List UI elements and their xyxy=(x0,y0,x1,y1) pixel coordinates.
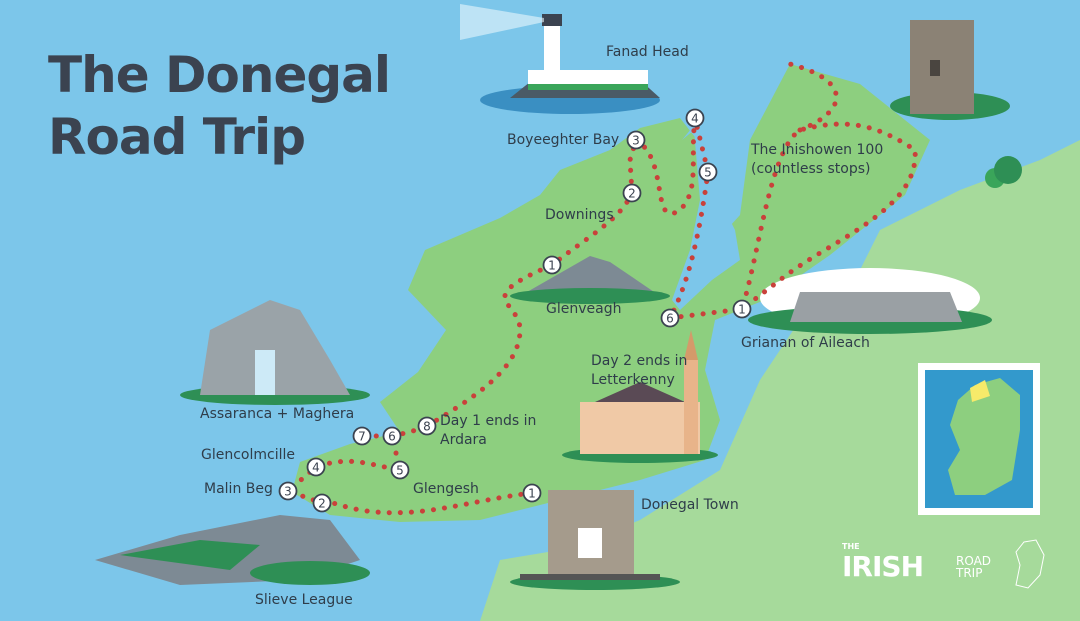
place-label-assaranca: Assaranca + Maghera xyxy=(200,406,355,422)
stop-number: 4 xyxy=(312,461,320,475)
page-title: The Donegal Road Trip xyxy=(48,44,391,168)
assaranca-waterfall-illustration xyxy=(180,300,370,405)
place-label-glencolmcille: Glencolmcille xyxy=(201,447,295,463)
stop-number: 1 xyxy=(738,303,746,317)
title-line-2: Road Trip xyxy=(48,108,306,166)
day1-stop-marker-7: 7 xyxy=(352,426,372,446)
fanad-head-lighthouse-illustration xyxy=(460,4,660,114)
place-label-inishowen: The Inishowen 100 (countless stops) xyxy=(751,142,884,177)
day1-stop-marker-6: 6 xyxy=(382,426,402,446)
route-day2 xyxy=(424,117,711,429)
day1-stop-marker-4: 4 xyxy=(306,457,326,477)
brand-ireland-outline-icon xyxy=(1015,539,1045,589)
logo-the: THE xyxy=(842,542,860,551)
stop-number: 1 xyxy=(548,259,556,273)
place-label-ardara: Day 1 ends in Ardara xyxy=(440,413,537,448)
place-label-glengesh: Glengesh xyxy=(413,481,479,497)
day3-stop-marker-1: 1 xyxy=(732,299,752,319)
logo-irish: IRISH xyxy=(842,550,924,583)
day1-stop-marker-5: 5 xyxy=(390,460,410,480)
route-day1 xyxy=(283,423,535,516)
place-label-letterkenny: Day 2 ends in Letterkenny xyxy=(591,353,688,388)
place-label-downings: Downings xyxy=(545,207,614,223)
place-label-malinbeg: Malin Beg xyxy=(204,481,273,497)
logo-trip: TRIP xyxy=(956,566,983,580)
day1-stop-marker-1: 1 xyxy=(522,483,542,503)
stop-number: 7 xyxy=(358,430,366,444)
stop-number: 1 xyxy=(528,487,536,501)
stop-number: 2 xyxy=(628,187,636,201)
castle-tower-illustration xyxy=(890,20,1022,188)
logo-road: ROAD xyxy=(956,554,992,568)
day2-stop-marker-4: 4 xyxy=(685,108,705,128)
title-line-1: The Donegal xyxy=(48,46,391,104)
day2-stop-marker-6: 6 xyxy=(660,308,680,328)
stop-number: 2 xyxy=(318,497,326,511)
day2-stop-marker-2: 2 xyxy=(622,183,642,203)
day1-stop-marker-2: 2 xyxy=(312,493,332,513)
stop-number: 5 xyxy=(704,166,712,180)
place-label-boyeeghter: Boyeeghter Bay xyxy=(507,132,620,148)
stop-number: 3 xyxy=(632,134,640,148)
lough-swilly xyxy=(672,118,740,310)
route-inishowen xyxy=(667,61,918,321)
slieve-league-cliffs-illustration xyxy=(95,515,370,585)
glenveagh-mountain-illustration xyxy=(510,256,670,304)
day2-stop-marker-5: 5 xyxy=(698,162,718,182)
day2-stop-marker-1: 1 xyxy=(542,255,562,275)
place-label-slieveleague: Slieve League xyxy=(255,592,353,608)
stop-number: 3 xyxy=(284,485,292,499)
day1-stop-marker-8: 8 xyxy=(417,416,437,436)
place-label-fanad: Fanad Head xyxy=(606,44,689,60)
letterkenny-cathedral-illustration xyxy=(562,330,718,463)
day1-stop-marker-3: 3 xyxy=(278,481,298,501)
donegal-castle-illustration xyxy=(510,490,680,590)
place-label-donegaltown: Donegal Town xyxy=(641,497,739,513)
ireland-inset-map xyxy=(918,363,1040,515)
place-label-grianan: Grianan of Aileach xyxy=(741,335,870,351)
stop-number: 6 xyxy=(388,430,396,444)
stop-number: 8 xyxy=(423,420,431,434)
place-label-glenveagh: Glenveagh xyxy=(546,301,622,317)
day2-stop-marker-3: 3 xyxy=(626,130,646,150)
grianan-fort-illustration xyxy=(748,268,992,334)
stop-number: 6 xyxy=(666,312,674,326)
stop-number: 5 xyxy=(396,464,404,478)
stop-number: 4 xyxy=(691,112,699,126)
route-lines xyxy=(283,61,918,516)
